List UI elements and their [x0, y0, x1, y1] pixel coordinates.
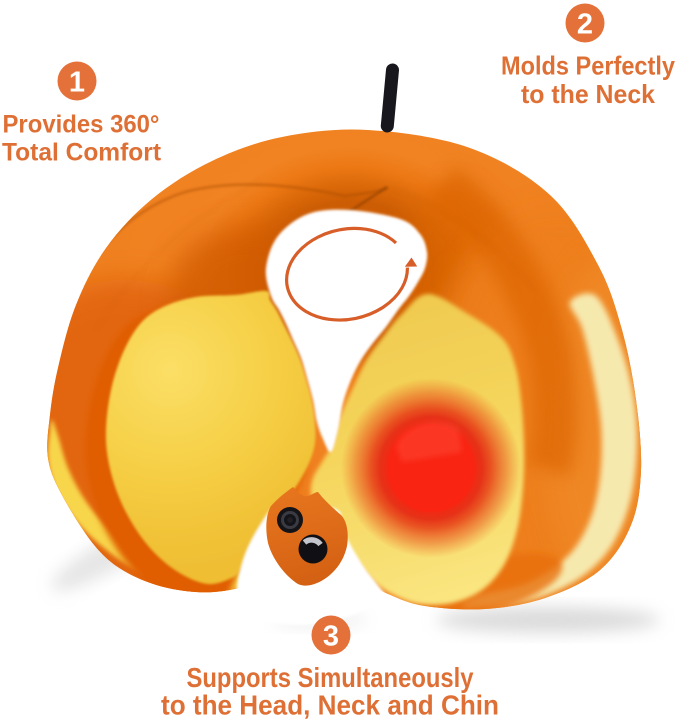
svg-text:to the Head, Neck and Chin: to the Head, Neck and Chin: [161, 690, 499, 721]
svg-text:Molds Perfectly: Molds Perfectly: [501, 51, 675, 81]
svg-text:Supports Simultaneously: Supports Simultaneously: [187, 662, 474, 693]
svg-text:2: 2: [577, 9, 593, 41]
svg-text:Total Comfort: Total Comfort: [2, 139, 162, 167]
svg-text:3: 3: [323, 621, 339, 653]
svg-text:to the Neck: to the Neck: [521, 79, 656, 109]
svg-text:Provides 360°: Provides 360°: [3, 110, 160, 138]
svg-text:1: 1: [69, 67, 85, 99]
